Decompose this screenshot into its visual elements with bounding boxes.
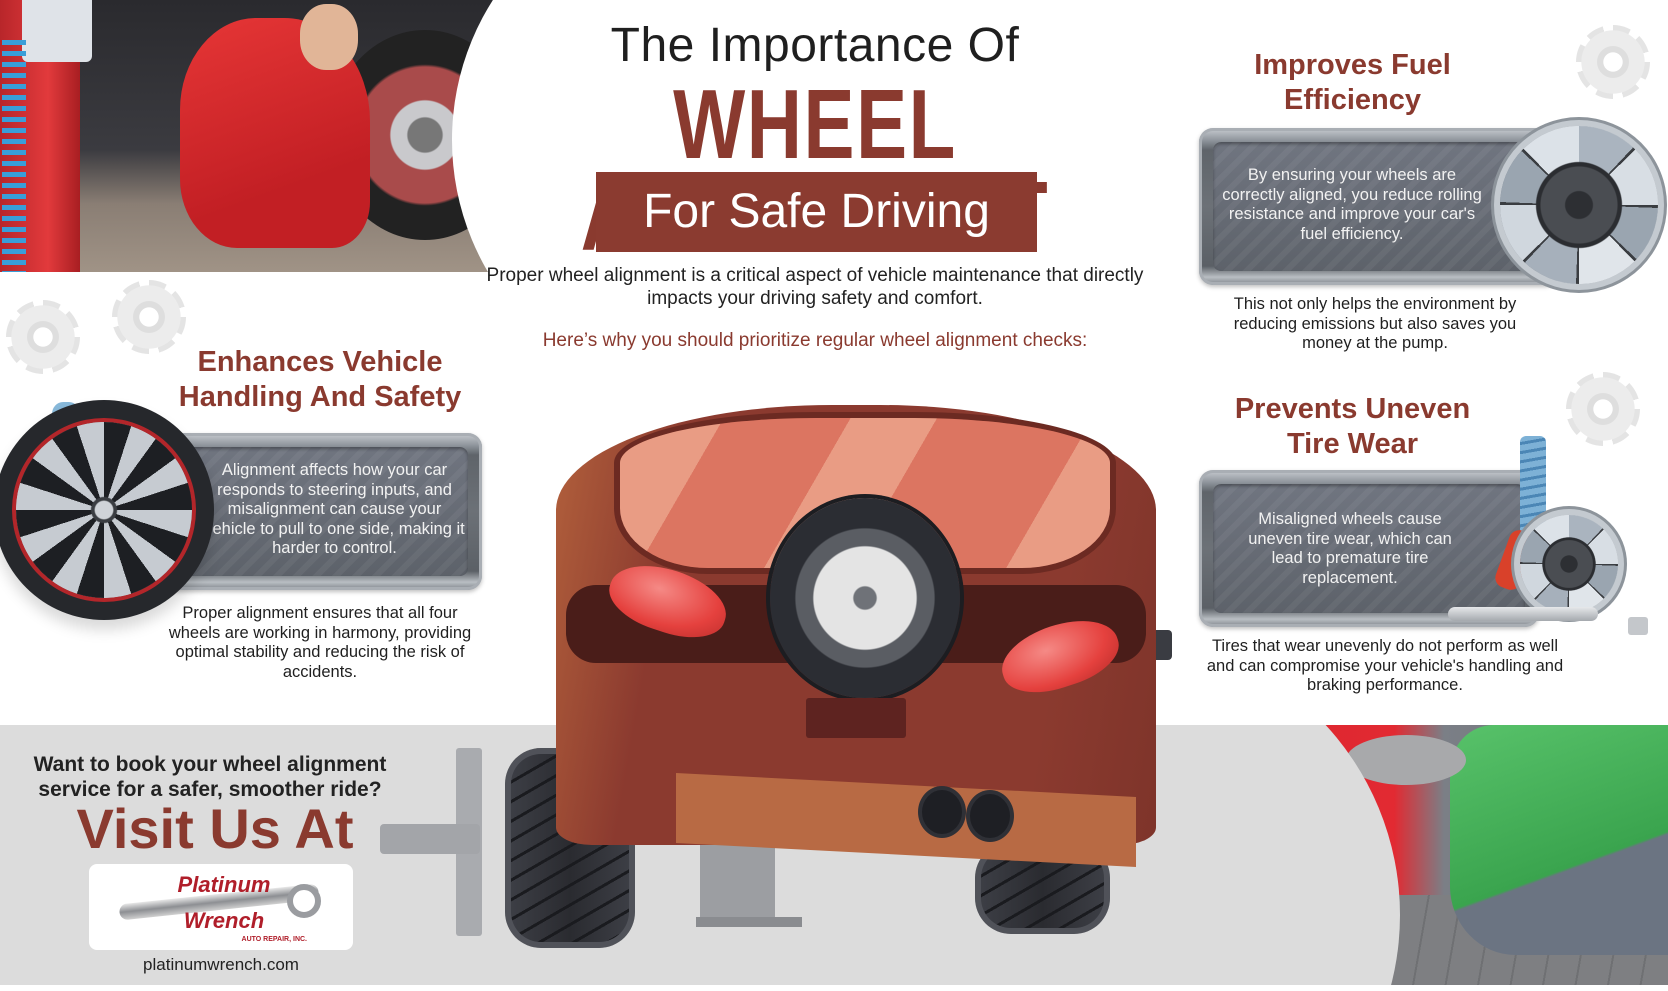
company-logo[interactable]: Platinum Wrench AUTO REPAIR, INC.: [89, 864, 353, 950]
section-body: Proper alignment ensures that all four w…: [168, 604, 472, 681]
bottom-edge: [0, 985, 1668, 991]
license-plate-recess: [806, 698, 906, 738]
spring-icon: [1520, 436, 1546, 536]
info-plate-tire-wear: Misaligned wheels cause uneven tire wear…: [1199, 470, 1539, 627]
exhaust-pipe: [970, 794, 1010, 838]
brake-disc-icon: [1500, 126, 1658, 284]
cta-visit: Visit Us At: [76, 797, 354, 860]
jack-base: [696, 917, 802, 927]
section-heading-fuel: Improves Fuel Efficiency: [1254, 49, 1451, 116]
wrench-ring: [287, 884, 321, 918]
section-body: This not only helps the environment by r…: [1233, 295, 1517, 352]
logo-text-2: Wrench: [183, 908, 265, 933]
worker-jacket: [1450, 725, 1668, 955]
cta-question: Want to book your wheel alignment servic…: [33, 753, 387, 801]
why-text: Here’s why you should prioritize regular…: [542, 330, 1088, 351]
info-plate-handling: Alignment affects how your car responds …: [150, 433, 482, 590]
section-heading-tire-wear: Prevents Uneven Tire Wear: [1234, 393, 1471, 460]
gear-icon: [112, 280, 186, 354]
title-pre: The Importance Of: [610, 19, 1020, 72]
mechanic-photo-2: [1170, 725, 1668, 991]
section-heading-handling: Enhances Vehicle Handling And Safety: [178, 346, 462, 413]
info-plate-fuel: By ensuring your wheels are correctly al…: [1199, 128, 1559, 285]
gear-icon: [6, 300, 80, 374]
mechanic-photo: [0, 0, 520, 272]
alloy-wheel-icon: [16, 422, 192, 598]
spare-tire-icon: [770, 498, 960, 698]
logo-text-1: Platinum: [177, 872, 271, 897]
gear-icon: [1566, 372, 1640, 446]
worker-cap: [1346, 735, 1466, 785]
tank: [22, 0, 92, 62]
air-hose: [2, 40, 26, 272]
suspension-disc-icon: [1520, 515, 1618, 613]
alignment-tool-arm: [380, 824, 480, 854]
mechanic-head: [300, 4, 358, 70]
plate-text: Misaligned wheels cause uneven tire wear…: [1248, 510, 1452, 587]
wrench-icon: [1448, 607, 1598, 621]
plate-text: By ensuring your wheels are correctly al…: [1222, 166, 1482, 243]
section-body: Tires that wear unevenly do not perform …: [1206, 637, 1564, 694]
gear-icon: [1576, 25, 1650, 99]
nut-icon: [1628, 617, 1648, 635]
website-link[interactable]: platinumwrench.com: [143, 955, 299, 974]
plate-text: Alignment affects how your car responds …: [204, 461, 465, 557]
logo-text-3: AUTO REPAIR, INC.: [241, 936, 307, 943]
exhaust-pipe: [922, 790, 962, 834]
title-banner: For Safe Driving: [596, 172, 1037, 252]
intro-text: Proper wheel alignment is a critical asp…: [486, 265, 1144, 309]
